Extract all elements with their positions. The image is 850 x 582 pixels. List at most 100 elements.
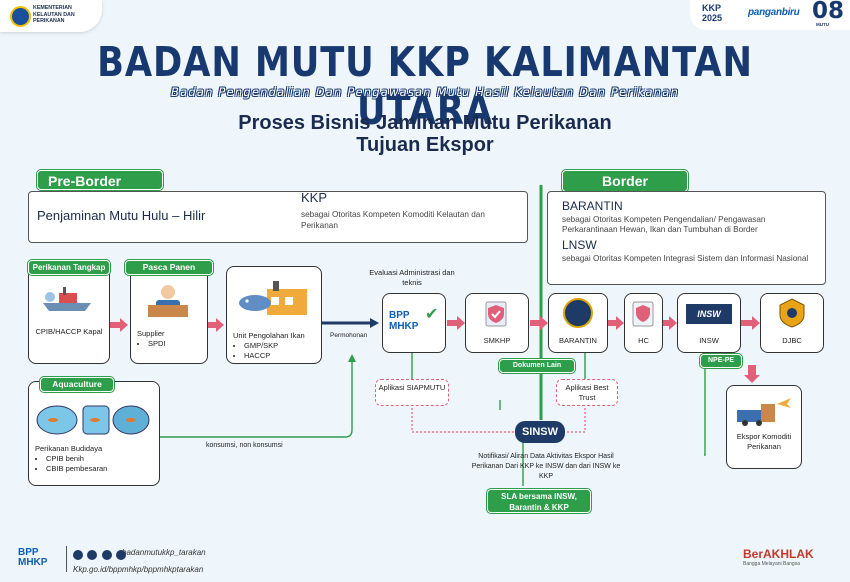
aquaculture-node: Perikanan Budidaya CPIB benih CBIB pembe…	[28, 381, 160, 486]
pasca-panen-tag: Pasca Panen	[125, 260, 213, 275]
permohonan-arrowhead	[370, 318, 379, 328]
kkp-2025-badge: KKP 2025	[702, 3, 723, 23]
bpp-mhkp-logo: BPP MHKP	[389, 310, 419, 332]
pre-border-panel: Penjaminan Mutu Hulu – Hilir KKP sebagai…	[28, 190, 528, 243]
border-panel: BARANTIN sebagai Otoritas Kompeten Penge…	[547, 191, 826, 285]
fish-pond-icon	[35, 402, 153, 436]
arrow-smkhp-to-barantin	[530, 316, 548, 330]
ship-icon	[41, 285, 93, 313]
dokumen-lain-tag: Dokumen Lain	[499, 359, 575, 373]
red-arrows	[110, 316, 760, 383]
arrow-insw-to-djbc	[740, 316, 760, 330]
perikanan-budidaya-label: Perikanan Budidaya	[35, 444, 103, 453]
lnsw-description: sebagai Otoritas Kompeten Integrasi Sist…	[562, 254, 809, 263]
kkp-title: KKP	[301, 190, 328, 205]
ekspor-label: Ekspor Komoditi Perikanan	[736, 432, 792, 451]
arrow-npe-to-ekspor	[744, 365, 760, 383]
aplikasi-siapmutu-box: Aplikasi SIAPMUTU	[375, 379, 449, 406]
barantin-description: sebagai Otoritas Kompeten Pengendalian/ …	[562, 215, 766, 234]
pre-border-tag: Pre-Border	[37, 170, 163, 190]
factory-icon	[237, 279, 313, 319]
anniversary-number: 08	[812, 0, 845, 24]
footer-handle[interactable]: badanmutukkp_tarakan	[122, 548, 206, 557]
export-cargo-icon	[735, 394, 793, 426]
evaluasi-label: Evaluasi Administrasi dan teknis	[369, 268, 455, 287]
berakhlak-text: BerAKHLAK	[743, 547, 814, 561]
arrow-pasca-to-upi	[206, 318, 224, 332]
kkp-description: sebagai Otoritas Kompeten Komoditi Kelau…	[301, 210, 485, 230]
footer-mhkp: MHKP	[18, 557, 48, 568]
youtube-icon[interactable]	[116, 550, 127, 560]
process-title-line2: Tujuan Ekspor	[356, 134, 494, 156]
insw-label: INSW	[699, 336, 719, 345]
konsumsi-label: konsumsi, non konsumsi	[206, 442, 283, 449]
pasca-panen-caption: Supplier SPDI	[137, 329, 207, 349]
twitter-icon[interactable]	[73, 550, 83, 560]
pasca-panen-node: Supplier SPDI	[130, 266, 208, 364]
anniversary-sub: MUTU	[816, 22, 829, 27]
instagram-icon[interactable]	[87, 550, 98, 560]
spdi-item: SPDI	[148, 339, 207, 349]
footer-bpp-logo: BPP MHKP	[18, 548, 47, 568]
gmp-skp-item: GMP/SKP	[244, 341, 319, 351]
djbc-emblem-icon	[778, 298, 806, 328]
barantin-emblem-icon	[563, 298, 593, 328]
facebook-icon[interactable]	[101, 550, 112, 560]
arrow-hc-to-insw	[661, 316, 677, 330]
supplier-icon	[145, 283, 191, 321]
cpib-benih-item: CPIB benih	[46, 454, 153, 464]
ministry-emblem-icon	[10, 6, 31, 27]
pink-dashed-connectors	[411, 408, 586, 433]
bpp-mhkp-node: BPP MHKP ✔	[382, 293, 446, 353]
sla-tag: SLA bersama INSW, Barantin & KKP	[487, 489, 591, 513]
upi-caption: Unit Pengolahan Ikan GMP/SKP HACCP	[233, 331, 319, 361]
hc-node: HC	[624, 293, 663, 353]
social-icons	[73, 547, 127, 565]
aquaculture-caption: Perikanan Budidaya CPIB benih CBIB pembe…	[35, 444, 153, 474]
footer-url[interactable]: Kkp.go.id/bppmhkp/bppmhkptarakan	[73, 565, 204, 574]
health-certificate-icon	[630, 300, 656, 328]
aplikasi-best-trust-box: Aplikasi Best Trust	[556, 379, 618, 406]
ekspor-node: Ekspor Komoditi Perikanan	[726, 385, 802, 469]
arrow-tangkap-to-pasca	[110, 318, 128, 332]
barantin-node-label: BARANTIN	[559, 336, 597, 345]
border-tag: Border	[562, 170, 688, 192]
ministry-logo-text: KEMENTERIAN KELAUTAN DAN PERIKANAN	[33, 5, 75, 24]
ministry-logo: KEMENTERIAN KELAUTAN DAN PERIKANAN	[0, 0, 102, 32]
hc-label: HC	[638, 336, 649, 345]
process-title: Proses Bisnis Jaminan Mutu Perikanan Tuj…	[0, 112, 850, 156]
insw-node: INSW INSW	[677, 293, 741, 353]
upi-label: Unit Pengolahan Ikan	[233, 331, 305, 340]
subtitle: Badan Pengendalian Dan Pengawasan Mutu H…	[171, 85, 679, 99]
permohonan-label: Permohonan	[330, 332, 368, 339]
barantin-node: BARANTIN	[548, 293, 608, 353]
supplier-label: Supplier	[137, 329, 165, 338]
berakhlak-logo: BerAKHLAK Bangga Melayani Bangsa	[743, 547, 814, 567]
berakhlak-sub: Bangga Melayani Bangsa	[743, 561, 800, 567]
djbc-node: DJBC	[760, 293, 824, 353]
arrow-bpp-to-smkhp	[447, 316, 465, 330]
djbc-label: DJBC	[782, 336, 802, 345]
top-right-badges: KKP 2025 panganbiru 08 MUTU	[690, 0, 850, 30]
sinsw-badge: SINSW	[515, 421, 565, 443]
upi-node: Unit Pengolahan Ikan GMP/SKP HACCP	[226, 266, 322, 364]
npe-pe-tag: NPE-PE	[700, 354, 742, 368]
footer-bpp: BPP	[18, 547, 39, 558]
perikanan-tangkap-tag: Perikanan Tangkap	[28, 260, 110, 275]
insw-logo-icon: INSW	[686, 304, 732, 324]
barantin-title: BARANTIN	[562, 199, 623, 213]
process-title-line1: Proses Bisnis Jaminan Mutu Perikanan	[238, 112, 612, 134]
main-title: BADAN MUTU KKP KALIMANTAN UTARA	[97, 38, 753, 134]
smkhp-label: SMKHP	[483, 336, 511, 345]
smkhp-node: SMKHP	[465, 293, 529, 353]
pre-border-left-text: Penjaminan Mutu Hulu – Hilir	[37, 208, 206, 223]
lnsw-title: LNSW	[562, 238, 597, 252]
certificate-icon	[482, 300, 510, 328]
pangan-biru-badge: panganbiru	[748, 7, 800, 18]
aquaculture-tag: Aquaculture	[40, 377, 114, 392]
arrow-barantin-to-hc	[606, 316, 624, 330]
footer-divider	[66, 546, 67, 572]
perikanan-tangkap-node: CPIB/HACCP Kapal	[28, 266, 110, 364]
